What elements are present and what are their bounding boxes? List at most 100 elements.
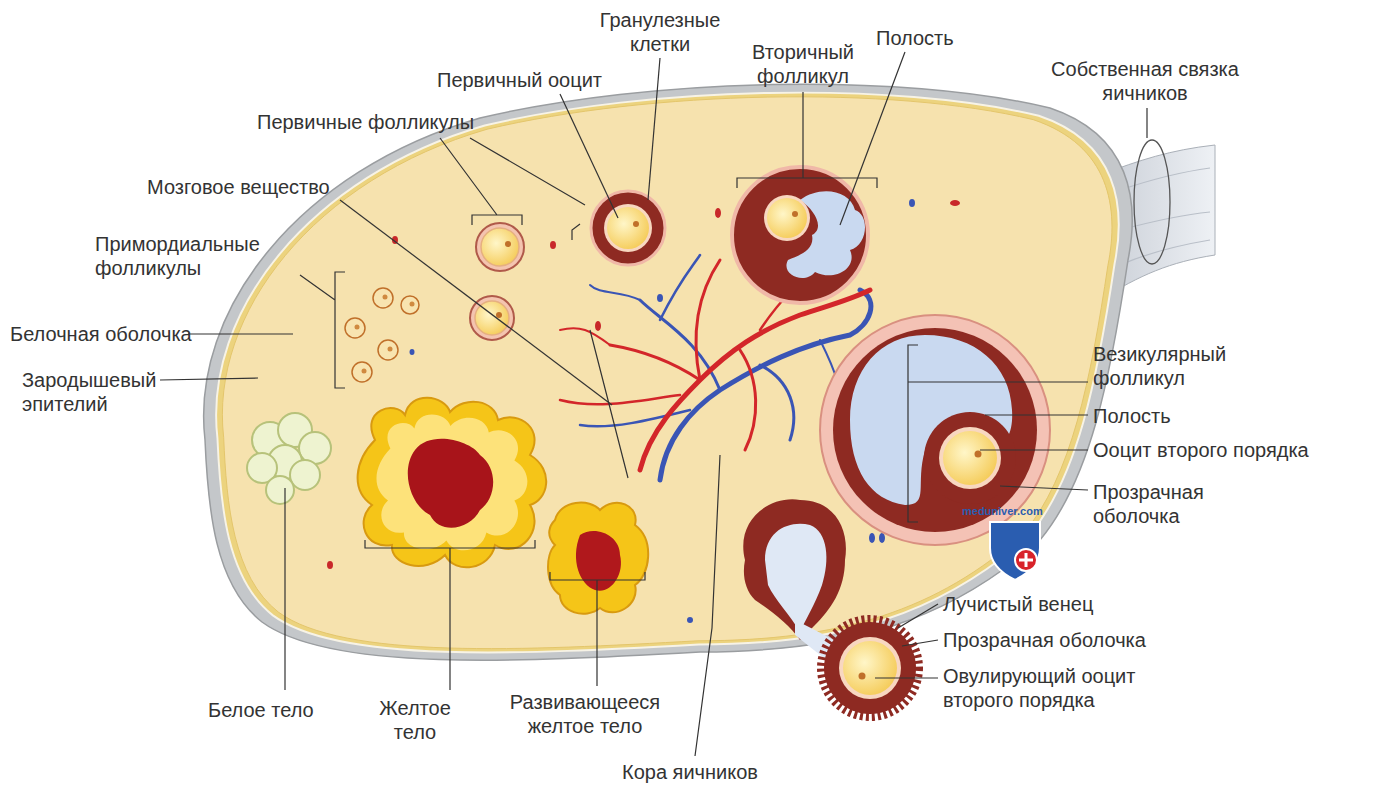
developing-corpus-luteum xyxy=(548,503,648,614)
part-label: Полость xyxy=(876,26,986,50)
blood-vessels xyxy=(760,365,794,440)
corpus-albicans xyxy=(266,476,294,504)
primordial-follicles xyxy=(410,302,415,307)
leader-lines xyxy=(365,540,535,690)
part-label: Прозрачная оболочка xyxy=(943,628,1203,652)
part-label: Белое тело xyxy=(208,698,368,722)
ovulated-oocyte xyxy=(839,637,901,699)
vesicular-follicle xyxy=(939,427,1001,489)
vessel-dots xyxy=(869,533,875,543)
part-label: Ооцит второго порядка xyxy=(1093,438,1373,462)
ovulated-oocyte xyxy=(821,619,919,717)
leader-lines xyxy=(902,640,938,646)
secondary-follicle xyxy=(792,211,798,217)
ovulated-oocyte xyxy=(821,619,919,717)
part-label: Овулирующий ооцит второго порядка xyxy=(943,664,1178,712)
vessel-dots xyxy=(550,241,556,249)
blood-vessels xyxy=(580,410,690,426)
leader-lines xyxy=(284,488,285,690)
vessel-dots xyxy=(879,533,885,543)
watermark-logo xyxy=(1019,553,1033,567)
leader-lines xyxy=(648,58,660,200)
vesicular-follicle xyxy=(833,328,1037,532)
ovary-capsule xyxy=(204,84,1133,660)
part-label: Вторичный фолликул xyxy=(733,40,873,88)
corpus-luteum xyxy=(358,398,547,568)
part-label: Полость xyxy=(1093,404,1243,428)
corpus-luteum xyxy=(408,439,493,528)
corpus-albicans xyxy=(247,413,331,504)
ovary-capsule xyxy=(204,84,1133,660)
leader-lines xyxy=(875,677,938,678)
leader-lines xyxy=(1000,486,1088,490)
vessel-dots xyxy=(657,294,663,302)
primordial-follicles xyxy=(378,340,398,360)
watermark-logo xyxy=(1015,549,1037,571)
leader-lines xyxy=(840,52,905,225)
part-label: Первичный ооцит xyxy=(437,68,637,92)
blood-vessels xyxy=(640,300,720,390)
primordial-follicles xyxy=(345,318,365,338)
corpus-luteum xyxy=(358,398,547,568)
blood-vessels xyxy=(610,345,700,380)
primordial-follicles xyxy=(373,288,393,308)
part-label: Собственная связка яичников xyxy=(1020,57,1270,105)
blood-vessels xyxy=(740,350,756,450)
secondary-follicle xyxy=(732,167,868,303)
primary-follicles xyxy=(604,204,652,252)
ovulated-oocyte xyxy=(843,641,897,695)
vessel-dots xyxy=(715,208,721,218)
part-label: Развивающееся желтое тело xyxy=(480,690,690,738)
ruptured-follicle xyxy=(765,524,826,632)
part-label: Везикулярный фолликул xyxy=(1093,342,1283,390)
leader-lines xyxy=(1146,108,1147,138)
watermark-logo xyxy=(990,522,1040,580)
part-label: Белочная оболочка xyxy=(10,322,210,346)
leader-lines xyxy=(985,414,1088,415)
vesicular-follicle xyxy=(975,451,982,458)
secondary-follicle xyxy=(764,195,810,241)
primary-follicles xyxy=(470,191,665,340)
ovary-capsule xyxy=(222,97,1112,649)
leader-lines xyxy=(188,333,293,334)
watermark: meduniver.com xyxy=(962,505,1062,518)
primary-follicles xyxy=(633,221,639,227)
primary-follicles xyxy=(505,241,511,247)
primordial-follicles xyxy=(401,296,419,314)
blood-vessels xyxy=(660,255,700,320)
primordial-follicles xyxy=(362,369,367,374)
primary-follicles xyxy=(476,223,524,271)
part-label: Прозрачная оболочка xyxy=(1093,480,1263,528)
blood-vessels xyxy=(560,328,610,345)
primordial-follicles xyxy=(345,288,419,382)
vessel-dots xyxy=(687,617,693,623)
primordial-follicles xyxy=(355,295,415,374)
watermark-logo xyxy=(990,522,1040,580)
blood-vessels xyxy=(696,260,720,380)
part-label: Кора яичников xyxy=(622,760,822,784)
ovulated-oocyte xyxy=(859,673,866,680)
secondary-follicle xyxy=(732,167,868,303)
ovarian-ligament xyxy=(1120,168,1210,265)
part-label: Лучистый венец xyxy=(943,592,1163,616)
primary-follicles xyxy=(481,228,519,266)
developing-corpus-luteum xyxy=(576,531,621,591)
leader-lines xyxy=(980,449,1088,450)
ovary-capsule xyxy=(216,93,1119,653)
part-label: Первичные фолликулы xyxy=(257,110,517,134)
vessel-dots xyxy=(410,349,415,355)
primary-follicles xyxy=(496,312,502,318)
ovarian-ligament xyxy=(1134,140,1170,264)
vessel-dots xyxy=(595,321,601,331)
ovulated-oocyte xyxy=(824,622,916,714)
corpus-luteum xyxy=(376,415,527,551)
part-label: Зародышевый эпителий xyxy=(22,368,192,416)
vesicular-follicle xyxy=(943,431,997,485)
corpus-albicans xyxy=(290,460,320,490)
secondary-follicle xyxy=(767,198,807,238)
leader-lines xyxy=(440,138,585,240)
part-label: Примордиальные фолликулы xyxy=(95,232,295,280)
leader-lines xyxy=(560,94,618,218)
